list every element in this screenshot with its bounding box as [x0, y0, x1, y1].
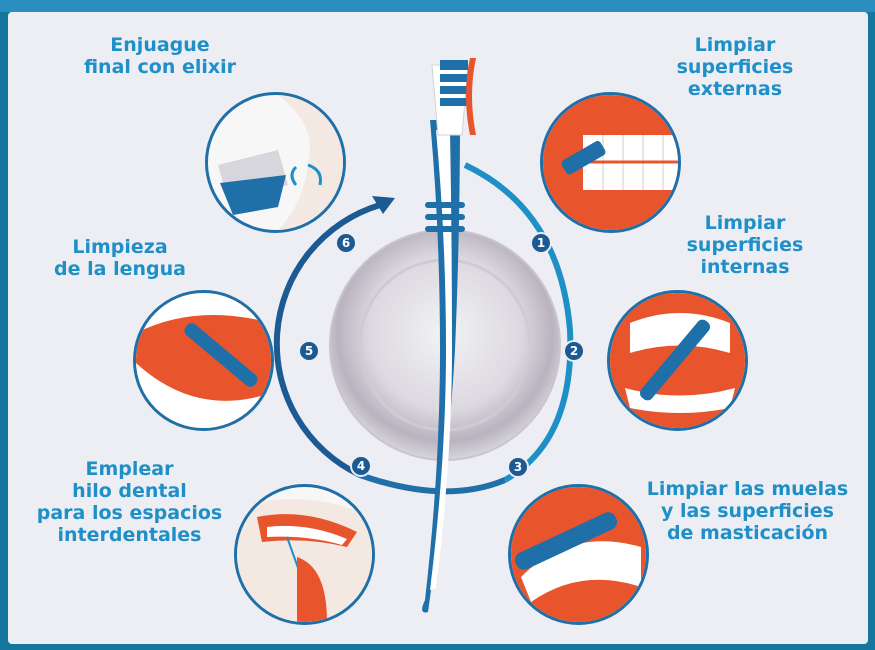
label-step-3: Limpiar las muelas y las superficies de …: [630, 478, 865, 544]
step-number-5: 5: [298, 340, 320, 362]
toothbrush-grip-1: [425, 202, 465, 208]
scene-inner-surfaces: [607, 290, 748, 431]
cycle-arc-bottom: [360, 475, 505, 491]
scene-outer-surfaces: [540, 92, 681, 233]
scene-floss: [234, 484, 375, 625]
label-step-5: Limpieza de la lengua: [30, 236, 210, 280]
toothbrush-bristles-1: [440, 60, 468, 70]
scene-tongue: [133, 290, 274, 431]
scene-chewing-surfaces: [508, 484, 649, 625]
label-step-1: Limpiar superficies externas: [640, 34, 830, 100]
step-number-1: 1: [530, 232, 552, 254]
label-step-2: Limpiar superficies internas: [655, 212, 835, 278]
step-number-3: 3: [507, 456, 529, 478]
scene-rinse: [205, 92, 346, 233]
step-number-6: 6: [335, 232, 357, 254]
toothbrush-bristles-2: [440, 74, 468, 82]
step-number-2: 2: [563, 340, 585, 362]
label-step-4: Emplear hilo dental para los espacios in…: [22, 458, 237, 546]
toothbrush-bristles-3: [440, 86, 468, 94]
step-number-4: 4: [350, 455, 372, 477]
toothbrush-grip-3: [425, 226, 465, 232]
toothbrush-grip-2: [425, 214, 465, 220]
label-step-6: Enjuague final con elixir: [60, 34, 260, 78]
toothbrush-bristles-4: [440, 98, 468, 106]
